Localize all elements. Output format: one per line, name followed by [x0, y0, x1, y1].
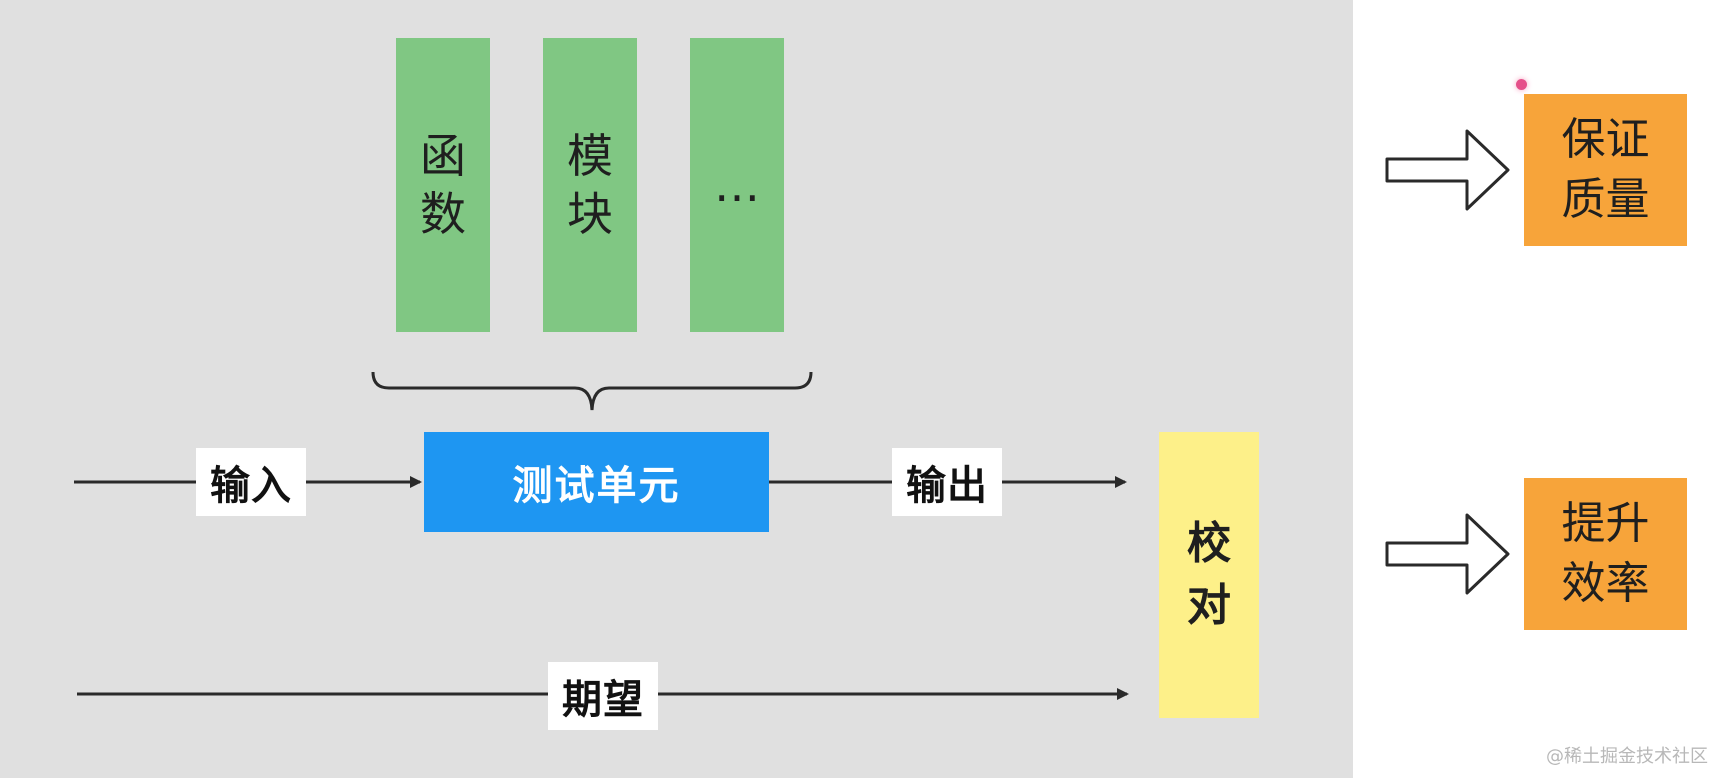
module-box-more: …: [690, 38, 784, 332]
efficiency-arrow-icon: [1385, 513, 1510, 595]
unit-under-test-box: 测试单元: [424, 432, 769, 532]
grouping-brace: [371, 371, 813, 411]
outcome-efficiency-box: 提升效率: [1524, 478, 1687, 630]
quality-arrow-icon: [1385, 129, 1510, 211]
watermark: @稀土掘金技术社区: [1546, 746, 1708, 767]
module-box-function: 函数: [396, 38, 490, 332]
check-box: 校对: [1159, 432, 1259, 718]
cursor-dot: [1516, 79, 1527, 90]
output-label: 输出: [892, 448, 1002, 516]
outcome-quality-box: 保证质量: [1524, 94, 1687, 246]
expected-label: 期望: [548, 662, 658, 730]
module-box-module: 模块: [543, 38, 637, 332]
input-label: 输入: [196, 448, 306, 516]
